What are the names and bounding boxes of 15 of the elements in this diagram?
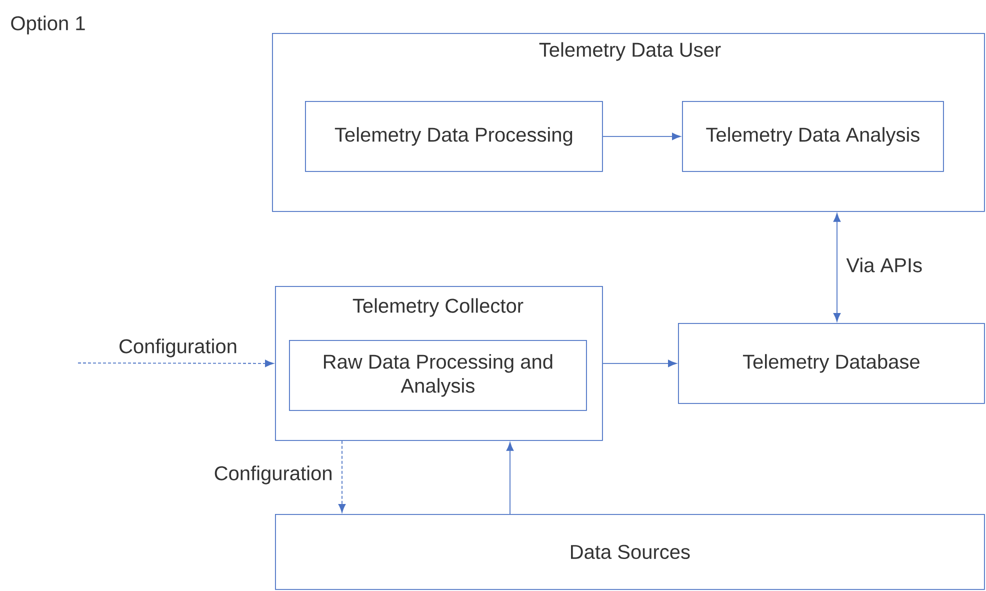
arrow [833,213,841,322]
edge-label: Configuration [118,338,238,358]
arrow [602,360,677,368]
edge-label: Configuration [212,464,334,486]
process-box: Telemetry Data Analysis [682,101,944,172]
container-box: Data Sources [275,514,985,590]
title: Option 1 [11,16,85,34]
process-box: Raw Data Processing and Analysis [289,340,587,411]
arrow [602,132,681,140]
process-box: Telemetry Data Processing [305,101,603,172]
edge-label: Via APIs [845,256,924,274]
arrow [506,442,514,514]
process-box: Telemetry Database [678,322,985,404]
arrow [338,440,346,513]
arrow [78,360,274,368]
